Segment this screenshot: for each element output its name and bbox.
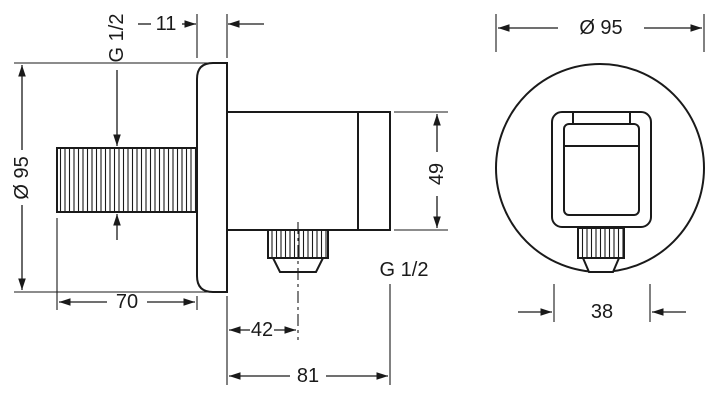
outlet-nut-front bbox=[581, 257, 621, 273]
dim-total-depth: 81 bbox=[229, 284, 391, 387]
dim-body-height-label: 49 bbox=[426, 163, 448, 185]
outlet-nut bbox=[271, 257, 325, 273]
dim-inlet-thread-label: G 1/2 bbox=[106, 14, 128, 63]
dim-outlet-offset-label: 42 bbox=[251, 319, 273, 341]
dim-plate-diameter-front-label: Ø 95 bbox=[579, 17, 622, 39]
dim-plate-thickness: 11 bbox=[138, 13, 264, 58]
escutcheon-plate-profile bbox=[196, 62, 228, 293]
dim-inlet-length: 70 bbox=[56, 218, 198, 313]
dim-bracket-width: 38 bbox=[518, 284, 686, 323]
front-view: Ø 95 38 bbox=[495, 14, 705, 323]
dim-outlet-thread-label: G 1/2 bbox=[380, 259, 429, 281]
dim-outlet-offset: 42 bbox=[226, 296, 296, 385]
inlet-pipe-thread bbox=[56, 147, 198, 213]
dim-plate-diameter-front: Ø 95 bbox=[495, 14, 705, 52]
dim-plate-thickness-label: 11 bbox=[156, 13, 177, 35]
holder-bracket-inner bbox=[563, 123, 640, 216]
dim-inlet-thread: G 1/2 bbox=[106, 14, 128, 240]
dim-body-height: 49 bbox=[394, 111, 448, 231]
dim-total-depth-label: 81 bbox=[297, 365, 319, 387]
dim-plate-diameter-label: Ø 95 bbox=[11, 156, 33, 199]
side-view: Ø 95 G 1/2 11 49 bbox=[11, 13, 448, 387]
dim-bracket-width-label: 38 bbox=[591, 301, 613, 323]
dim-plate-diameter: Ø 95 bbox=[11, 62, 208, 293]
outlet-body bbox=[226, 111, 391, 231]
holder-bracket-outer bbox=[551, 111, 652, 228]
outlet-thread-stub-front bbox=[577, 227, 625, 259]
dim-inlet-length-label: 70 bbox=[116, 291, 138, 313]
